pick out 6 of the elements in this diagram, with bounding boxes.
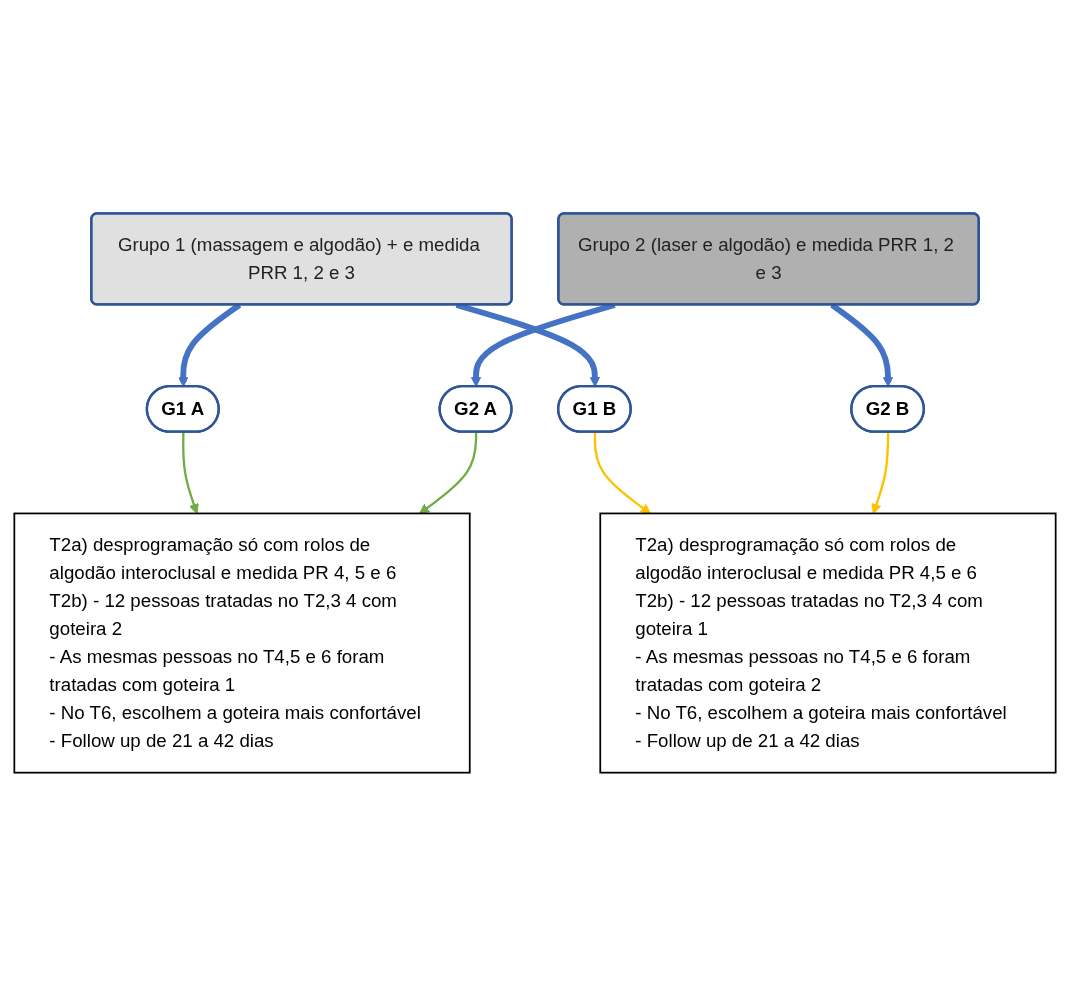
arrow xyxy=(593,432,651,514)
arrow xyxy=(419,432,478,514)
node-box: T2a) desprogramação só com rolos de algodão interoclusal e medida PR 4,5 e 6 T2b) - 12 pessoas tratadas no T2,3 4 com goteira 1 - As mesmas pessoas no T4,5 e 6 foram tratadas com goteira 2 - No T6, escolhem a goteira mais confortável - Follow up de 21 a 42 dias xyxy=(599,512,1057,774)
arrow xyxy=(871,432,890,514)
node-box: T2a) desprogramação só com rolos de algodão interoclusal e medida PR 4, 5 e 6 T2b) - 12 pessoas tratadas no T2,3 4 com goteira 2 - As mesmas pessoas no T4,5 e 6 foram tratadas com goteira 1 - No T6, escolhem a goteira mais confortável - Follow up de 21 a 42 dias xyxy=(13,512,471,774)
arrow xyxy=(182,432,199,514)
